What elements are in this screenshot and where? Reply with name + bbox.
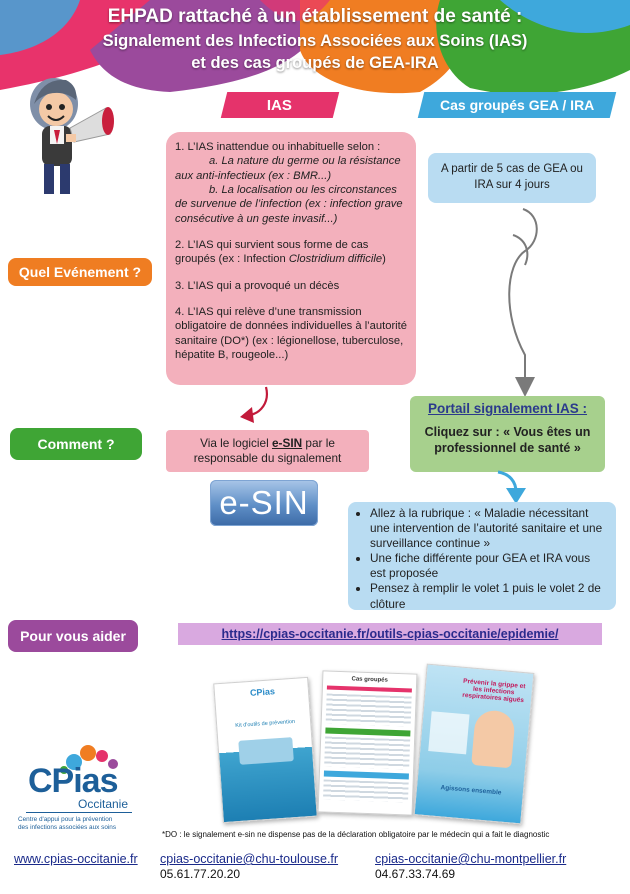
cpias-logo-region: Occitanie	[78, 797, 129, 811]
esin-box-text: Via le logiciel e-SIN par le responsable…	[172, 436, 363, 467]
cpias-logo-divider	[26, 812, 132, 813]
label-quel-evenement: Quel Evénement ?	[8, 258, 152, 286]
ias-criterion-2-germ: Clostridium difficile	[288, 253, 383, 266]
cpias-logo-tagline-2: des infections associées aux soins	[18, 824, 117, 832]
tab-ias-label: IAS	[267, 96, 293, 114]
portail-title[interactable]: Portail signalement IAS :	[427, 401, 588, 416]
label-comment: Comment ?	[10, 428, 142, 460]
step-item-1: Allez à la rubrique : « Maladie nécessit…	[370, 506, 608, 551]
brochure-grippe-footer: Agissons ensemble	[440, 784, 502, 797]
ias-criterion-4: 4. L’IAS qui relève d’une transmission o…	[175, 305, 407, 361]
gea-criteria-text: A partir de 5 cas de GEA ou IRA sur 4 jo…	[441, 163, 583, 191]
cpias-logo-tagline: Centre d'appui pour la prévention des in…	[18, 816, 143, 833]
ias-criterion-2-text: 2. L’IAS qui survient sous forme de cas …	[175, 238, 369, 266]
esin-box: Via le logiciel e-SIN par le responsable…	[166, 430, 369, 472]
brochure-grippe: Prévenir la grippe et les infections res…	[413, 663, 535, 825]
esin-suffix: par le responsable du signalement	[193, 435, 342, 465]
brochure-kit-title: Kit d'outils de prévention	[235, 718, 296, 730]
brochure-grippe-title: Prévenir la grippe et les infections res…	[462, 677, 526, 705]
tab-ias: IAS	[220, 92, 340, 118]
ias-criterion-3: 3. L’IAS qui a provoqué un décès	[175, 279, 340, 292]
cpias-logo-dots-icon	[60, 745, 118, 774]
footer-email-montpellier[interactable]: cpias-occitanie@chu-montpellier.fr	[375, 852, 567, 866]
arrow-gea-to-portail-icon	[508, 208, 538, 397]
step-item-3: Pensez à remplir le volet 1 puis le vole…	[370, 581, 608, 611]
header-background	[0, 0, 630, 110]
help-link-bar: https://cpias-occitanie.fr/outils-cpias-…	[178, 623, 602, 645]
label-quel-evenement-text: Quel Evénement ?	[18, 264, 142, 280]
tab-gea-label: Cas groupés GEA / IRA	[439, 97, 595, 113]
footer-phone-toulouse: 05.61.77.20.20	[160, 867, 241, 881]
arrow-portail-to-steps-icon	[497, 470, 526, 504]
ias-criterion-2: 2. L’IAS qui survient sous forme de cas …	[175, 238, 407, 267]
label-pour-vous-aider: Pour vous aider	[8, 620, 138, 652]
esin-link[interactable]: e-SIN	[271, 435, 303, 450]
esin-prefix: Via le logiciel	[200, 435, 272, 450]
page-subtitle-line2: et des cas groupés de GEA-IRA	[191, 54, 439, 72]
footer-email-toulouse[interactable]: cpias-occitanie@chu-toulouse.fr	[160, 852, 339, 866]
footnote: *DO : le signalement e-sin ne dispense p…	[162, 830, 550, 839]
brochure-cas-groupes: Cas groupés	[317, 670, 418, 816]
brochure-kit-logo: CPias	[249, 686, 276, 698]
arrow-ias-to-esin-icon	[240, 386, 268, 423]
cpias-logo-tagline-1: Centre d'appui pour la prévention	[18, 816, 113, 823]
steps-list: Allez à la rubrique : « Maladie nécessit…	[354, 506, 608, 612]
tab-gea: Cas groupés GEA / IRA	[417, 92, 617, 118]
footer-phone-montpellier: 04.67.33.74.69	[375, 867, 456, 881]
portail-instruction: Cliquez sur : « Vous êtes un professionn…	[424, 425, 591, 456]
gea-criteria-box: A partir de 5 cas de GEA ou IRA sur 4 jo…	[428, 153, 596, 203]
ias-criterion-1b: b. La localisation ou les circonstances …	[175, 183, 403, 225]
ias-criterion-2-close: )	[382, 253, 386, 266]
esin-logo: e-SIN	[210, 480, 318, 526]
brochure-kit: CPias Kit d'outils de prévention	[213, 676, 318, 824]
cpias-logo-name: CPias	[28, 762, 119, 800]
help-link[interactable]: https://cpias-occitanie.fr/outils-cpias-…	[221, 627, 559, 641]
ias-criteria-box: 1. L’IAS inattendue ou inhabituelle selo…	[166, 132, 416, 385]
steps-box: Allez à la rubrique : « Maladie nécessit…	[348, 502, 616, 612]
ias-criterion-1: 1. L’IAS inattendue ou inhabituelle selo…	[175, 141, 381, 153]
page-title: EHPAD rattaché à un établissement de san…	[107, 6, 523, 27]
label-comment-text: Comment ?	[37, 436, 115, 452]
brochure-cas-groupes-title: Cas groupés	[351, 676, 388, 684]
megaphone-mascot-icon	[30, 78, 114, 194]
ias-criterion-1a: a. La nature du germe ou la résistance a…	[175, 155, 401, 182]
label-pour-vous-aider-text: Pour vous aider	[20, 628, 126, 644]
esin-logo-text: e-SIN	[219, 484, 309, 521]
portail-box: Portail signalement IAS : Cliquez sur : …	[410, 396, 605, 472]
footer-site-link[interactable]: www.cpias-occitanie.fr	[14, 852, 138, 866]
step-item-2: Une fiche différente pour GEA et IRA vou…	[370, 551, 608, 581]
page-subtitle-line1: Signalement des Infections Associées aux…	[102, 32, 528, 50]
